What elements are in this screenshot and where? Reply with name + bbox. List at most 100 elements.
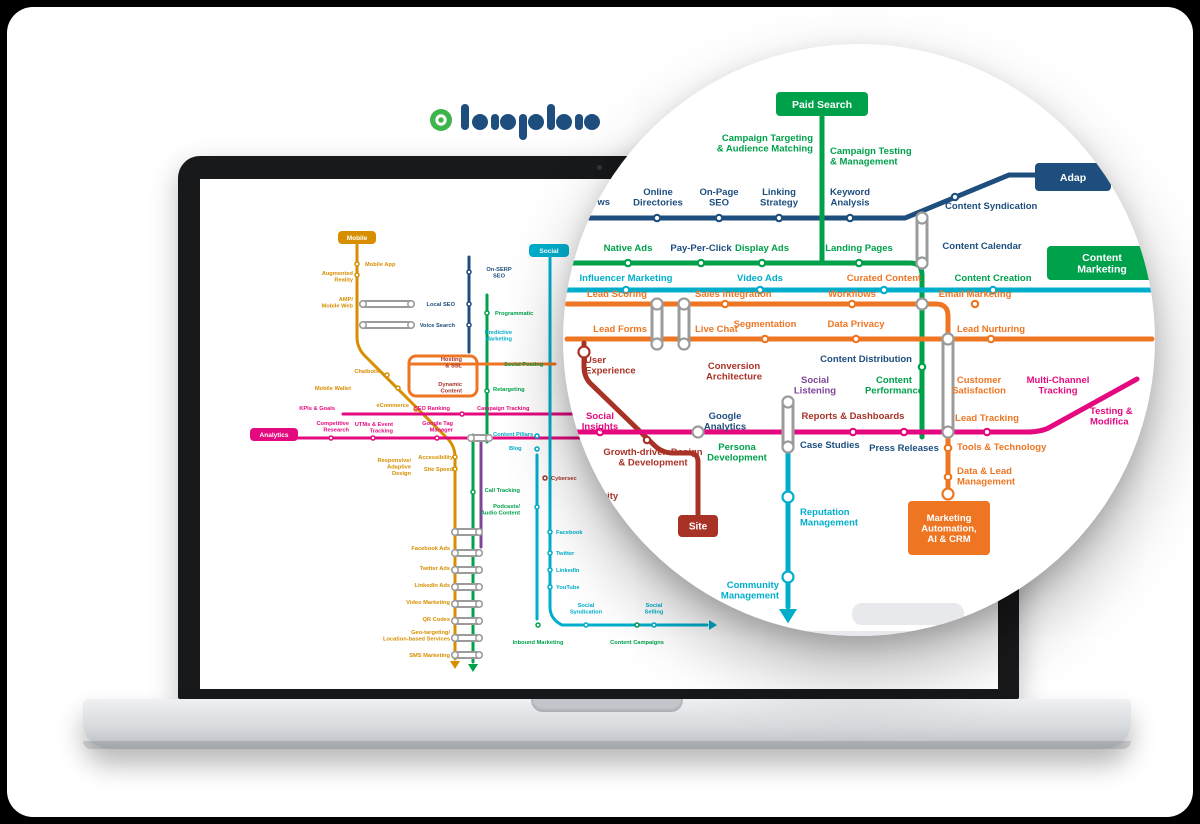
station-marker [534,504,540,510]
station-label: Data Privacy [827,319,885,330]
interchange-station [691,425,705,439]
station-marker [943,472,953,482]
station-marker [720,299,730,309]
badge-content-marketing [1047,246,1155,280]
station-marker [595,427,605,437]
station-marker [395,385,401,391]
brand-logo [427,92,657,142]
station-label: Lead Forms [593,324,647,335]
station-label: SMS Marketing [409,653,450,659]
station-label: Display Ads [735,243,789,254]
line-direction-arrow [468,664,478,672]
station-marker [470,489,476,495]
badge-analytics-label: Analytics [260,432,289,439]
station-marker [652,213,662,223]
station-marker [466,322,472,328]
station-label: Influencer Marketing [580,273,673,284]
station-marker [466,301,472,307]
interchange-station [475,617,483,625]
interchange-station [451,566,459,574]
station-label: Inbound Marketing [513,640,564,646]
map-loop-orange [407,354,479,398]
station-marker [370,435,376,441]
interchange-station [475,600,483,608]
map-line-red [581,340,701,518]
station-marker [851,334,861,344]
interchange-station [467,434,475,442]
badge-social [529,244,569,257]
station-label: Call Tracking [485,488,521,494]
badge-site [678,515,718,537]
station-marker [755,285,765,295]
station-label: Case Studies [800,440,860,451]
station-label: KPIs & Goals [299,406,335,412]
station-marker [452,454,458,460]
interchange-station [475,634,483,642]
station-label: Content Distribution [820,354,912,365]
station-marker [623,258,633,268]
station-marker [879,285,889,295]
station-marker [988,285,998,295]
station-label: Mobile Wallet [315,386,351,392]
station-marker [535,622,541,628]
station-label: Growth-driven Design& Development [603,447,702,469]
interchange-station [475,583,483,591]
station-label: Content Calendar [942,241,1021,252]
station-marker [982,427,992,437]
station-label: Programmatic [495,311,533,317]
station-marker [542,475,548,481]
interchange-station [451,528,459,536]
interchange-station [407,321,415,329]
station-label: Content Creation [954,273,1031,284]
interchange-station [781,490,795,504]
station-marker [917,362,927,372]
station-label: Podcasts/Audio Content [481,504,521,516]
station-label: Live Chat [695,324,739,335]
interchange-station [451,600,459,608]
station-marker [484,310,490,316]
station-marker [634,622,640,628]
interchange-station [781,570,795,584]
interchange-station [451,617,459,625]
station-label: Facebook [556,530,583,536]
station-marker [854,258,864,268]
station-marker [354,261,360,267]
interchange-station [451,583,459,591]
interchange-station [677,297,691,311]
interchange-station [650,337,664,351]
station-label: Lead Nurturing [957,324,1025,335]
badge-adaptive [1035,163,1111,191]
station-marker [547,584,553,590]
interchange-station [915,297,929,311]
badge-site-label: Site [689,522,708,533]
station-label: Video Ads [737,273,783,284]
station-marker [760,334,770,344]
station-marker [847,299,857,309]
station-marker [621,285,631,295]
station-marker [774,213,784,223]
badge-paid-search [776,92,868,116]
laptop-base [83,699,1131,749]
interchange-station [941,487,955,501]
station-marker [534,446,540,452]
station-label: Hosting& SSL [441,357,463,369]
station-label: Accessibility [418,455,454,461]
station-marker [459,411,465,417]
station-label: Workflows [828,289,876,300]
station-label: Lead Tracking [955,413,1019,424]
